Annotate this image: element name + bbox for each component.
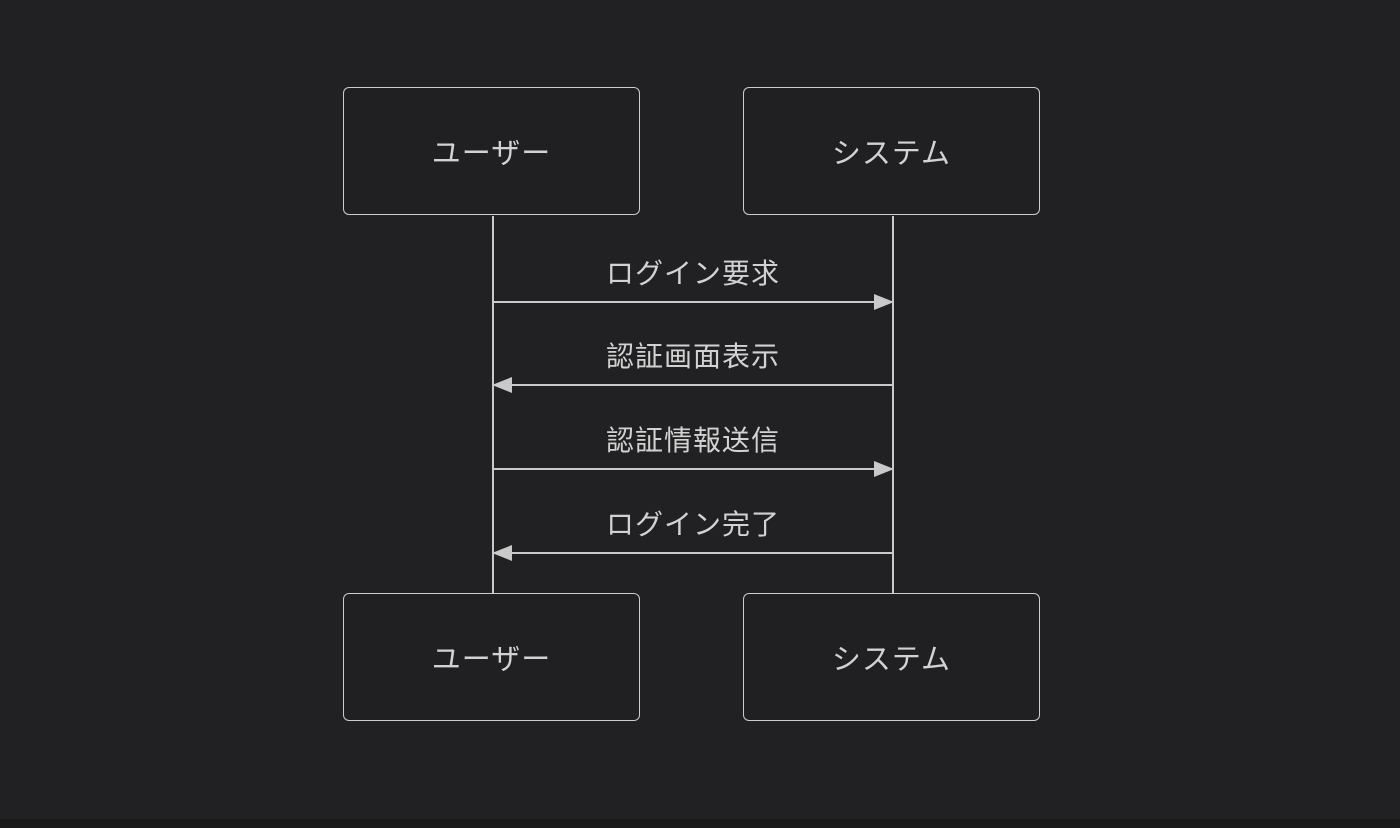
actor-box-system-top: システム <box>743 87 1040 215</box>
actor-label-system-bottom: システム <box>831 644 952 676</box>
arrowhead-left-icon <box>492 545 512 561</box>
actor-label-user-bottom: ユーザー <box>431 644 552 676</box>
message-label: ログイン要求 <box>605 258 780 289</box>
actor-box-user-bottom: ユーザー <box>343 593 640 721</box>
message-send-credentials: 認証情報送信 <box>493 423 894 477</box>
message-label: 認証画面表示 <box>605 341 780 372</box>
actor-box-system-bottom: システム <box>743 593 1040 721</box>
arrowhead-right-icon <box>874 294 894 310</box>
actor-label-user-top: ユーザー <box>431 138 552 170</box>
message-label: 認証情報送信 <box>605 425 780 456</box>
bottom-edge-bar <box>0 819 1400 828</box>
actor-label-system-top: システム <box>831 138 952 170</box>
arrowhead-left-icon <box>492 377 512 393</box>
message-arrow-line <box>492 377 893 393</box>
message-auth-screen: 認証画面表示 <box>492 339 893 393</box>
message-login-request: ログイン要求 <box>493 256 894 310</box>
message-login-complete: ログイン完了 <box>492 507 893 561</box>
lifeline-user <box>492 216 494 594</box>
message-arrow-line <box>492 545 893 561</box>
arrowhead-right-icon <box>874 461 894 477</box>
message-arrow-line <box>493 461 894 477</box>
message-arrow-line <box>493 294 894 310</box>
lifeline-system <box>892 216 894 594</box>
message-label: ログイン完了 <box>605 509 780 540</box>
actor-box-user-top: ユーザー <box>343 87 640 215</box>
